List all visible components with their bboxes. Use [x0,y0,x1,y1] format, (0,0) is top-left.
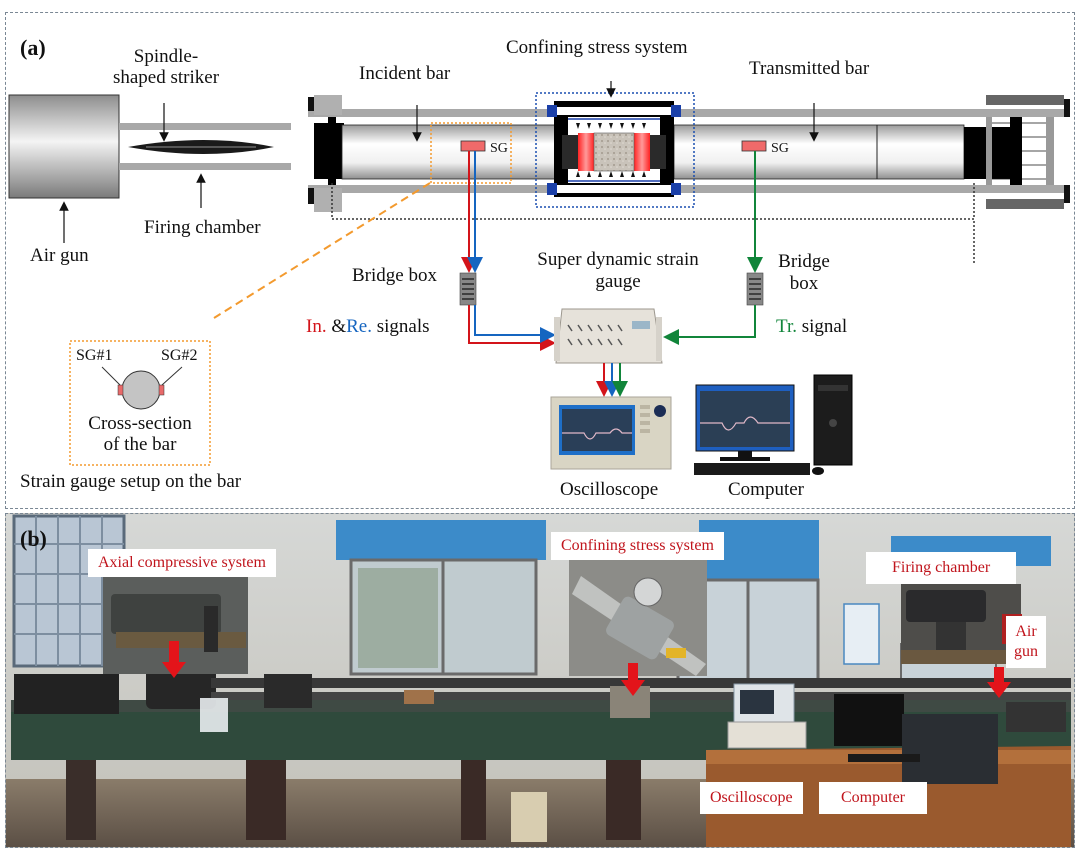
label-transmitted-bar: Transmitted bar [749,58,870,79]
label-tr-signal: Tr. signal [776,316,847,337]
air-gun-body [8,94,120,199]
panel-a-letter: (a) [20,35,46,60]
label-strain-gauge-2: gauge [595,271,641,292]
axial-compressive-end [964,95,1070,209]
inset-confining-stress [569,558,707,676]
caption-air-gun-2: gun [1014,643,1038,660]
red-arrows [162,641,1011,698]
blind-left [336,520,546,560]
sg1-patch [117,384,124,396]
label-sg-incident: SG [490,141,508,156]
bridge-box-right [746,272,764,306]
oscilloscope-device [550,396,672,470]
label-cross-section-2: of the bar [103,434,177,455]
computer-device [694,374,853,475]
label-firing-chamber: Firing chamber [144,217,261,238]
label-re: Re. [346,316,372,337]
bucket [511,792,547,842]
zoom-leader-line [213,182,431,319]
label-striker-2: shaped striker [112,67,220,88]
rock-specimen [593,132,635,172]
wire-tr-to-amp [663,305,756,345]
window-middle [349,558,538,676]
label-strain-gauge-1: Super dynamic strain [537,249,699,270]
cross-section-box [69,340,211,466]
caption-oscilloscope: Oscilloscope [700,782,803,814]
label-signals: signals [376,316,430,337]
label-sg2: SG#2 [161,347,198,364]
osc-waveform [562,428,632,440]
strain-gauge-incident [460,140,486,152]
photo-computer [834,694,998,784]
pressure-line [331,183,975,220]
wall-poster [843,603,880,665]
caption-air-gun-1: Air [1015,623,1037,640]
label-sg-transmitted: SG [771,141,789,156]
bridge-box-left [459,272,477,306]
strain-gauge-transmitted [741,140,767,152]
inset-firing-chamber [901,584,1022,664]
incident-bar [341,124,563,180]
air-gun-photo [1006,702,1066,732]
label-signal: signal [801,316,848,337]
label-computer: Computer [728,479,804,500]
red-arrow-axial [162,662,186,678]
left-support [308,95,344,212]
label-strain-setup: Strain gauge setup on the bar [20,471,242,492]
label-tr: Tr. [776,316,797,337]
panel-b-photo: (b) Axial compressive system Confining s… [5,513,1075,848]
caption-firing-chamber: Firing chamber [866,552,1017,584]
label-air-gun: Air gun [30,245,89,266]
sg2-patch [158,384,165,396]
rail-bottom [308,185,1068,193]
panel-b-letter: (b) [20,526,47,551]
label-oscilloscope: Oscilloscope [560,479,659,500]
label-bridge-box-right-2: box [789,273,819,294]
panel-a-schematic: (a) Spindle- shaped striker Air gun Firi… [5,12,1075,509]
label-confining-stress-system: Confining stress system [506,37,688,58]
firing-chamber [119,123,291,170]
pc-waveform [700,416,790,431]
label-bridge-box-left: Bridge box [352,265,437,286]
label-striker-1: Spindle- [133,46,199,67]
label-amp: & [331,316,347,337]
label-in-re-signals: In. &Re. signals [306,316,430,337]
caption-axial-compressive: Axial compressive system [88,549,276,577]
wire-re-to-amp [474,305,556,343]
transmitted-bar [673,124,965,180]
red-arrow-firing [987,682,1011,698]
label-in: In. [306,316,327,337]
dynamic-strain-gauge-device [554,308,663,364]
caption-air-gun: Air gun [1006,616,1046,668]
label-bridge-box-right-1: Bridge [778,251,830,272]
wire-in-to-amp [468,305,556,351]
photo-oscilloscope [727,683,807,749]
label-sg1: SG#1 [76,347,113,364]
label-incident-bar: Incident bar [359,63,451,84]
bar-cross-section [121,370,161,410]
red-arrow-confining [621,680,645,696]
sg-highlight-box [430,122,512,184]
rail-top [308,109,1068,117]
caption-confining-stress: Confining stress system [551,532,724,560]
confining-cell [535,92,695,208]
shpb-schematic [8,81,1070,475]
label-cross-section-1: Cross-section [88,413,192,434]
caption-computer: Computer [819,782,927,814]
